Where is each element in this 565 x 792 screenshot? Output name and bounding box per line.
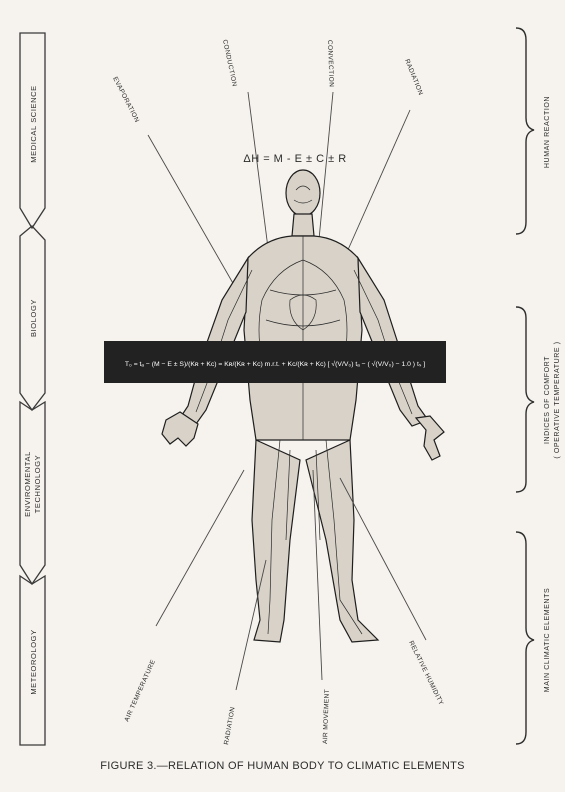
- human-reaction-label: HUMAN REACTION: [544, 96, 551, 168]
- environmental-technology-label-1: ENVIROMENTAL: [23, 451, 32, 517]
- air-temperature-line: [156, 470, 244, 626]
- left-leg: [252, 440, 300, 642]
- relative-humidity-label: RELATIVE HUMIDITY: [407, 640, 445, 707]
- equation-banner: T₀ = tₐ − (M − E ± S)/(Kʀ + Kᴄ) = Kʀ/(Kʀ…: [104, 341, 446, 383]
- human-reaction-brace: [516, 28, 534, 234]
- right-hand: [416, 416, 444, 460]
- conduction-line: [248, 92, 268, 248]
- convection-label: CONVECTION: [326, 40, 335, 88]
- human-figure: [162, 170, 444, 642]
- radiation-top-line: [347, 110, 410, 252]
- evaporation-label: EVAPORATION: [111, 76, 140, 124]
- indices-of-comfort-label: INDICES OF COMFORT: [544, 356, 551, 444]
- main-climatic-elements-label: MAIN CLIMATIC ELEMENTS: [544, 588, 551, 692]
- air-movement-label: AIR MOVEMENT: [322, 689, 331, 744]
- heat-balance-equation: ΔH = M - E ± C ± R: [243, 153, 346, 165]
- head: [286, 170, 320, 216]
- main-climatic-brace: [516, 532, 534, 744]
- radiation-bottom-label: RADIATION: [223, 706, 237, 745]
- biology-label: BIOLOGY: [29, 299, 38, 337]
- operative-temperature-equation: T₀ = tₐ − (M − E ± S)/(Kʀ + Kᴄ) = Kʀ/(Kʀ…: [125, 360, 425, 368]
- meteorology-label: METEOROLOGY: [29, 629, 38, 694]
- operative-temperature-label: ( OPERATIVE TEMPERATURE ): [554, 341, 561, 458]
- medical-science-label: MEDICAL SCIENCE: [29, 85, 38, 163]
- conduction-label: CONDUCTION: [221, 39, 238, 87]
- bracket-column: [516, 28, 534, 744]
- neck: [292, 214, 314, 236]
- indices-brace: [516, 307, 534, 492]
- figure-caption: FIGURE 3.—RELATION OF HUMAN BODY TO CLIM…: [0, 760, 565, 772]
- convection-line: [318, 92, 333, 250]
- air-temperature-label: AIR TEMPERATURE: [123, 658, 157, 722]
- evaporation-line: [148, 135, 238, 292]
- radiation-top-label: RADIATION: [403, 58, 424, 96]
- environmental-technology-label-2: TECHNOLOGY: [33, 455, 42, 514]
